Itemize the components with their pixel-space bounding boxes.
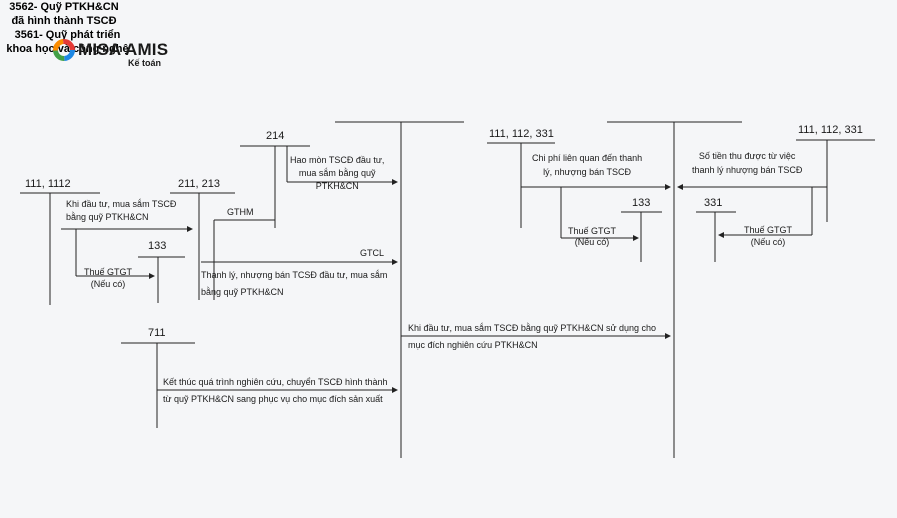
account-133-right: 133 xyxy=(632,197,651,209)
label-vat-right-left: Thuế GTGT (Nếu có) xyxy=(568,226,617,247)
label-liquidation-cost: Chi phí liên quan đến thanh lý, nhượng b… xyxy=(532,153,643,177)
misa-logo-icon xyxy=(52,38,76,67)
label-research-end: Kết thúc quá trình nghiên cứu, chuyển TS… xyxy=(163,377,388,404)
account-3561-label: 3561- Quỹ phát triển khoa học và công ng… xyxy=(6,29,129,55)
account-111-112-331-left: 111, 112, 331 xyxy=(489,128,554,140)
account-3562-label: 3562- Quỹ PTKH&CN đã hình thành TSCĐ xyxy=(9,1,119,27)
label-vat-left: Thuế GTGT (Nếu có) xyxy=(84,267,133,289)
brand-subtitle: Kế toán xyxy=(128,58,162,68)
account-3562-header: 3562- Quỹ PTKH&CN đã hình thành TSCĐ xyxy=(0,0,128,28)
brand-name: MISA AMIS xyxy=(78,40,169,59)
account-133-left: 133 xyxy=(148,240,167,252)
account-211-213: 211, 213 xyxy=(178,178,221,190)
account-3561-header: 3561- Quỹ phát triển khoa học và công ng… xyxy=(0,28,135,56)
label-depreciation: Hao mòn TSCĐ đầu tư, mua sắm bằng quỹ PT… xyxy=(290,155,385,191)
account-111-1112: 111, 1112 xyxy=(25,178,71,190)
label-gthm: GTHM xyxy=(227,207,254,217)
account-111-112-331-right: 111, 112, 331 xyxy=(798,124,863,136)
account-711: 711 xyxy=(148,327,166,339)
label-liquidation-proceeds: Số tiền thu được từ việc thanh lý nhượng… xyxy=(692,151,803,175)
label-invest-research: Khi đầu tư, mua sắm TSCĐ bằng quỹ PTKH&C… xyxy=(408,323,656,350)
account-214: 214 xyxy=(266,130,285,142)
label-liquidation: Thanh lý, nhượng bán TCSĐ đầu tư, mua sắ… xyxy=(201,270,388,297)
account-331-right: 331 xyxy=(704,197,723,209)
label-gtcl: GTCL xyxy=(360,248,385,258)
label-invest-buy: Khi đầu tư, mua sắm TSCĐ bằng quỹ PTKH&C… xyxy=(66,199,177,222)
label-vat-right: Thuế GTGT (Nếu có) xyxy=(744,225,793,247)
